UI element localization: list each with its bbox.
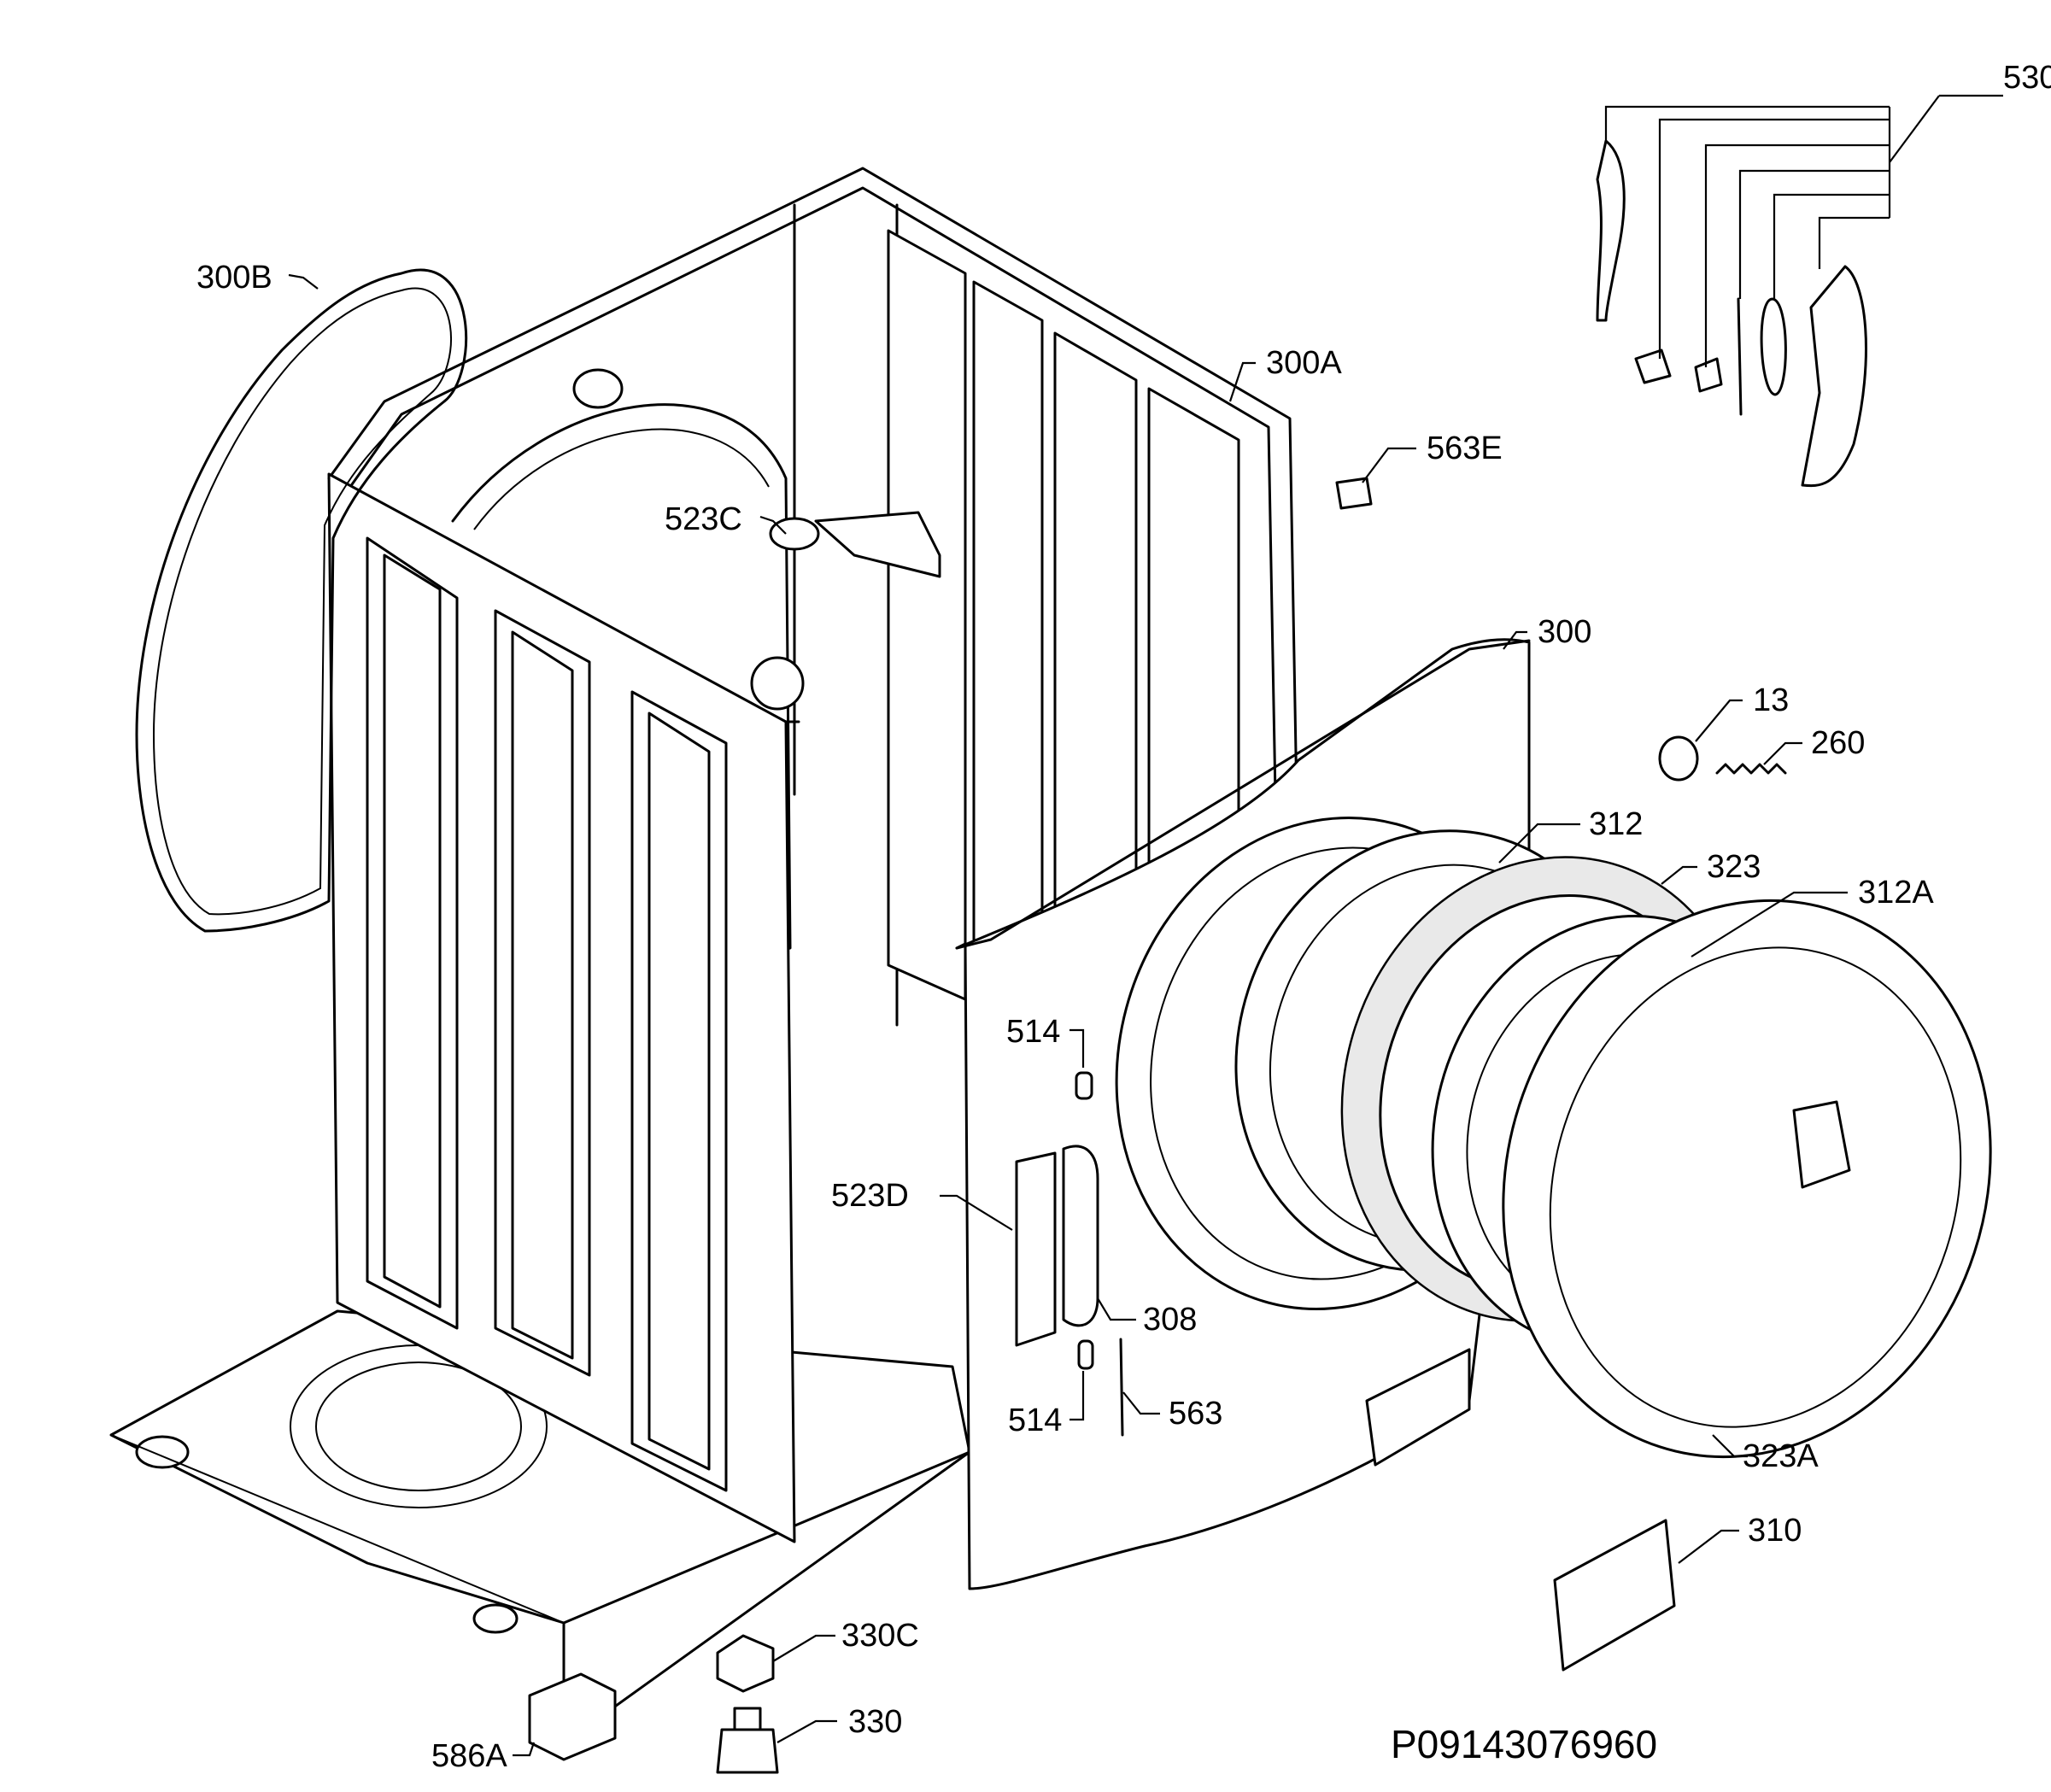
cabinet-part-300A [109, 167, 1300, 1714]
foot-part-330C [716, 1634, 775, 1693]
door-outer-ring-part-323A [1502, 899, 1992, 1459]
screw-part-514-bottom [1077, 1339, 1094, 1370]
label-300B: 300B [196, 260, 272, 296]
label-260: 260 [1811, 725, 1865, 761]
label-323A: 323A [1743, 1438, 1819, 1474]
label-300A: 300A [1266, 345, 1342, 381]
label-308: 308 [1143, 1302, 1197, 1338]
cover-part-310 [1553, 1519, 1676, 1672]
label-312: 312 [1589, 806, 1643, 842]
pin-part-563 [1119, 1338, 1124, 1437]
screw-part-514-top [1075, 1071, 1093, 1100]
label-530: 530 [2003, 60, 2051, 96]
label-523C: 523C [665, 501, 742, 537]
label-523D: 523D [831, 1178, 909, 1214]
label-563: 563 [1169, 1396, 1222, 1432]
label-586A: 586A [431, 1738, 507, 1774]
spring-part-260 [1715, 763, 1787, 775]
foot-part-330 [716, 1707, 779, 1774]
label-330: 330 [848, 1704, 902, 1740]
label-leaders [288, 273, 1848, 1757]
rear-seal-part-300B [135, 268, 468, 933]
hinge-part-308 [1062, 1145, 1099, 1327]
label-300: 300 [1538, 614, 1591, 650]
lock-kit-part-530 [1596, 94, 2003, 488]
label-13: 13 [1753, 682, 1789, 718]
bracket-part-586A [528, 1672, 617, 1761]
label-514-bottom: 514 [1008, 1403, 1062, 1438]
label-323: 323 [1707, 849, 1761, 885]
label-563E: 563E [1427, 430, 1503, 466]
label-312A: 312A [1858, 875, 1934, 911]
button-part-13 [1658, 735, 1699, 782]
switch-part-563E [1335, 477, 1373, 510]
label-310: 310 [1748, 1513, 1802, 1549]
hinge-part-523D [1015, 1151, 1057, 1347]
drawing-code: P09143076960 [1391, 1722, 1657, 1766]
label-330C: 330C [841, 1618, 919, 1654]
label-514-top: 514 [1006, 1014, 1060, 1050]
